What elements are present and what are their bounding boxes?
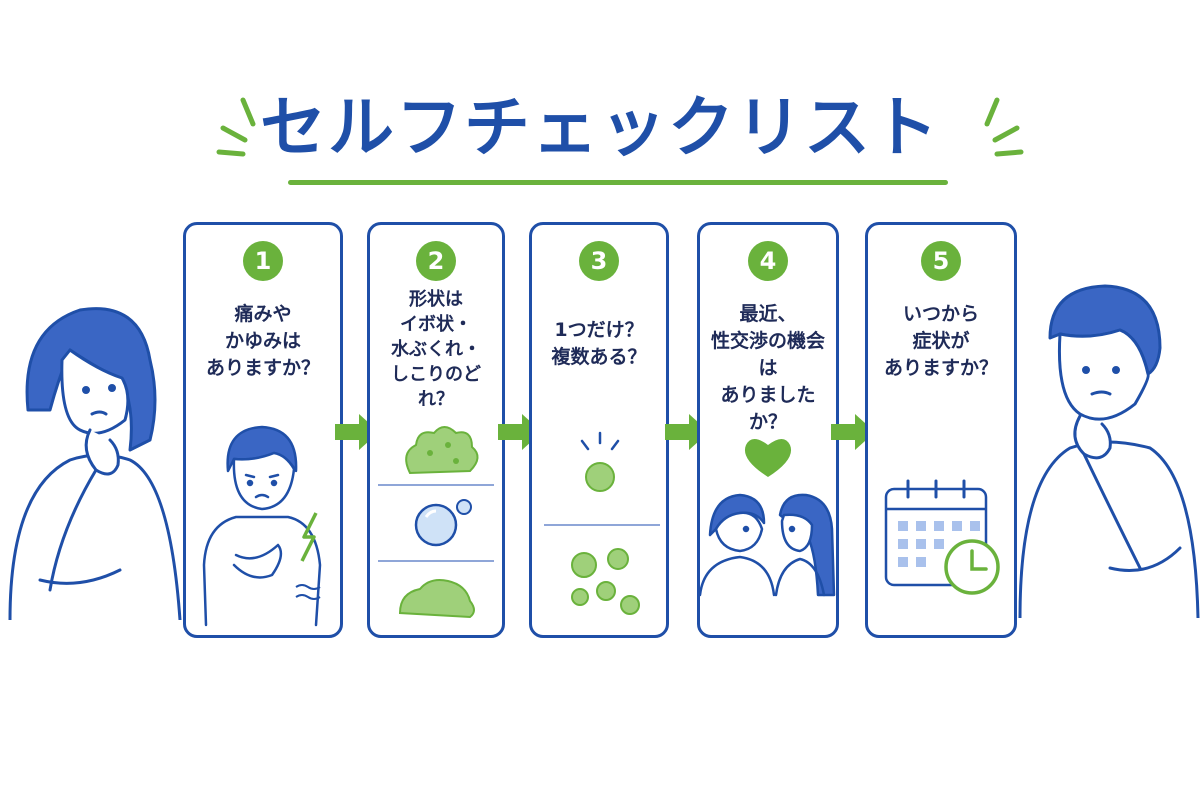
- arrow-right-icon: [831, 414, 875, 450]
- multiple-spots-icon: [571, 548, 640, 615]
- lump-icon: [398, 579, 475, 619]
- couple-illustration: [700, 439, 836, 597]
- spot-illustrations: [544, 431, 660, 615]
- step-question: 1つだけ？ 複数ある？: [551, 319, 647, 368]
- step-number-badge: 4: [748, 241, 788, 281]
- step-number-badge: 1: [243, 241, 283, 281]
- step-card-3: 3 1つだけ？ 複数ある？: [529, 222, 669, 638]
- step-card-2: 2 形状は イボ状・ 水ぶくれ・ しこりのどれ？: [367, 222, 505, 638]
- couple-icon: [700, 493, 836, 597]
- heart-icon: [744, 439, 792, 477]
- step-card-1: 1 痛みや かゆみは ありますか？: [183, 222, 343, 638]
- step-question: 形状は イボ状・ 水ぶくれ・ しこりのどれ？: [391, 289, 481, 410]
- step-card-4: 4 最近、 性交渉の機会は ありましたか？: [697, 222, 839, 638]
- step-card-5: 5 いつから 症状が ありますか？: [865, 222, 1017, 638]
- step-question: 痛みや かゆみは ありますか？: [205, 303, 320, 379]
- thinking-man-icon: [1018, 284, 1200, 618]
- page-title: セルフチェックリスト: [260, 89, 940, 166]
- wart-icon: [405, 426, 479, 475]
- spark-right-icon: [984, 97, 1024, 157]
- single-spot-icon: [580, 431, 620, 492]
- step-question: いつから 症状が ありますか？: [883, 303, 998, 379]
- shape-illustrations: [378, 426, 494, 619]
- step-number-badge: 3: [579, 241, 619, 281]
- step-number-badge: 2: [416, 241, 456, 281]
- thinking-woman-icon: [8, 307, 182, 620]
- step-question: 最近、 性交渉の機会は ありましたか？: [710, 303, 825, 433]
- spark-left-icon: [216, 97, 256, 157]
- step-number-badge: 5: [921, 241, 961, 281]
- pain-person-icon: [202, 425, 322, 627]
- blister-icon: [414, 499, 472, 547]
- clock-icon: [944, 539, 1000, 595]
- title-underline: [288, 180, 948, 185]
- calendar-illustration: [884, 479, 1000, 595]
